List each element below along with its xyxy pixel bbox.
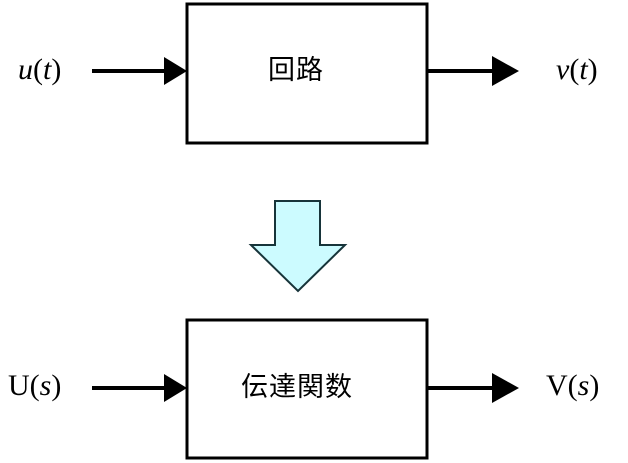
top-block-rect [185,2,429,145]
bottom-output-label: V(s) [546,369,600,402]
top-block-label: 回路 [268,55,324,86]
top-output-label: v(t) [556,53,598,86]
top-input-label: u(t) [18,53,62,86]
down-arrow-icon [248,200,348,293]
top-input-arrowhead-icon [164,57,187,85]
bottom-block-rect [185,318,429,460]
top-output-arrowhead-icon [492,56,519,86]
bottom-input-label: U(s) [8,369,62,402]
bottom-output-arrowhead-icon [492,373,519,403]
bottom-block-label: 伝達関数 [241,372,353,403]
bottom-input-arrowhead-icon [164,374,187,402]
